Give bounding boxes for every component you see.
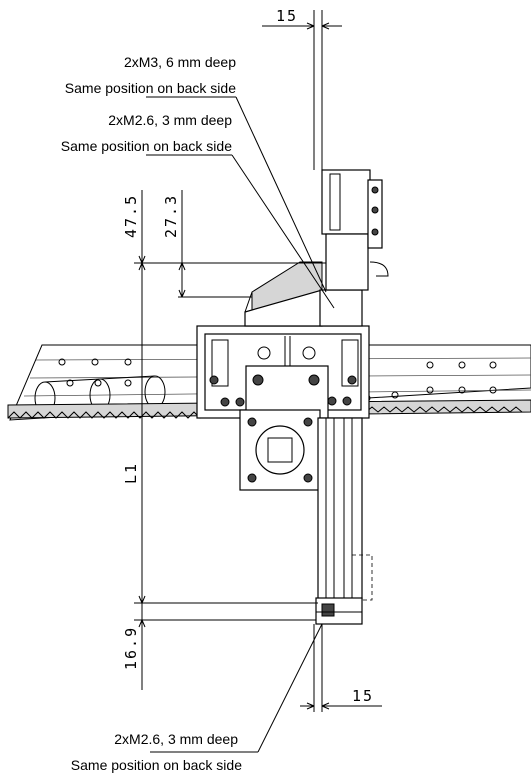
top-m3-label-line2: Same position on back side (65, 80, 236, 96)
bottom-m26-label-line2: Same position on back side (71, 757, 242, 773)
top-m26-label-line1: 2xM2.6, 3 mm deep (108, 112, 232, 128)
dim-L1: L1 (122, 462, 140, 484)
dim-bottom-width: 15 (352, 687, 374, 705)
top-m26-label-line2: Same position on back side (61, 138, 232, 154)
dim-16-9: 16.9 (122, 626, 140, 670)
dim-27-3: 27.3 (162, 194, 180, 238)
bottom-m26-label-line1: 2xM2.6, 3 mm deep (114, 731, 238, 747)
dim-47-5: 47.5 (122, 194, 140, 238)
vertical-slide (315, 417, 373, 625)
front-plate (239, 365, 329, 491)
dimension-lines (134, 10, 382, 753)
motor (321, 169, 389, 291)
top-m3-label-line1: 2xM3, 6 mm deep (124, 54, 236, 70)
dim-top-width: 15 (276, 7, 298, 25)
